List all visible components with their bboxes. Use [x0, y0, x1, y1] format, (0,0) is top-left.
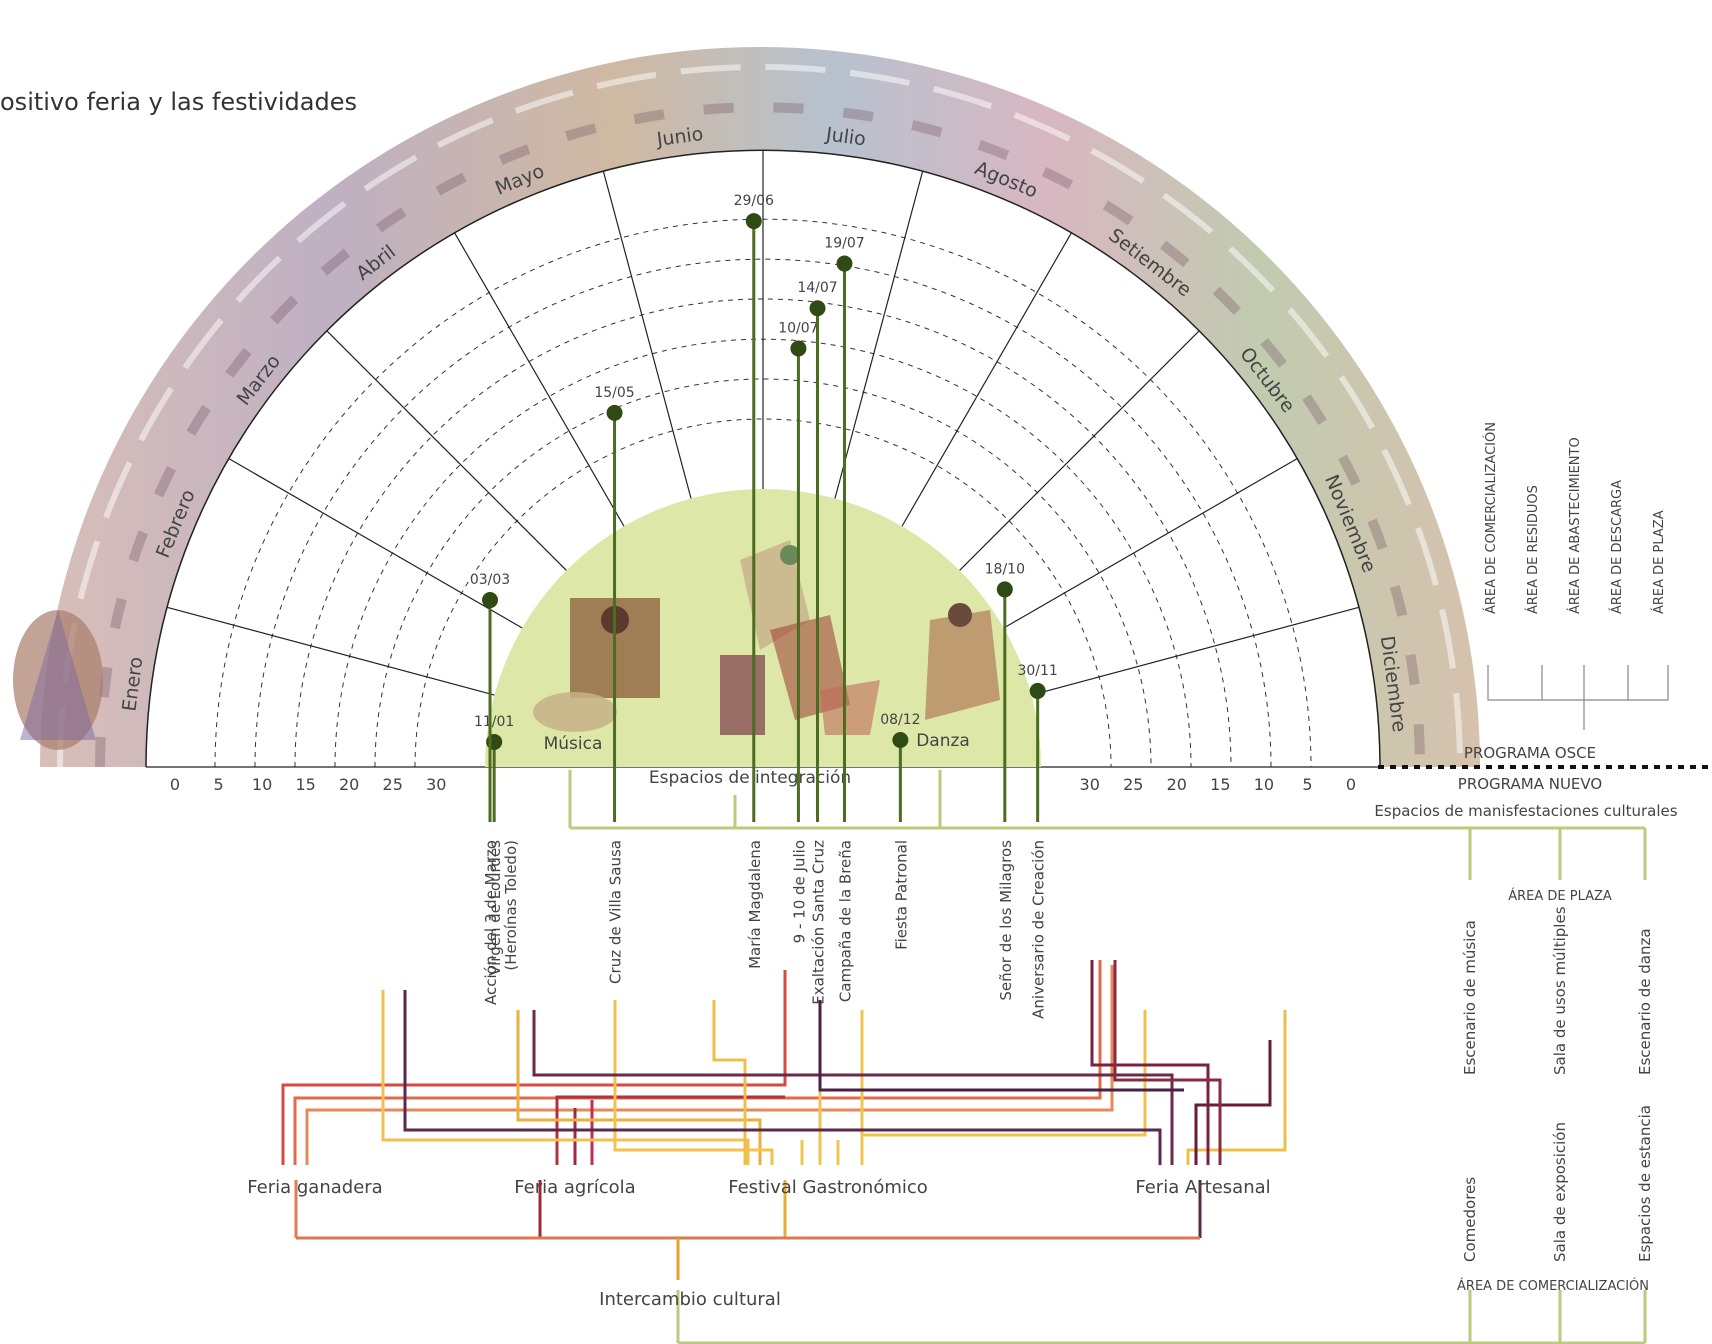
event-date-label: 29/06: [734, 193, 774, 209]
month-divider: [834, 170, 924, 499]
scale-left-5: 5: [213, 775, 223, 794]
event-dot: [892, 731, 909, 748]
event-name-label: 9 - 10 de Julio: [790, 840, 808, 943]
area-plaza-label: ÁREA DE PLAZA: [1508, 888, 1612, 904]
event-name-label-2: (Heroínas Toledo): [502, 840, 520, 971]
manifestaciones-label: Espacios de manisfestaciones culturales: [1374, 802, 1677, 820]
integration-connectors: [568, 770, 1647, 1344]
event-name-label: María Magdalena: [746, 840, 764, 969]
month-label-julio: Julio: [824, 123, 867, 150]
event-name-label: Señor de los Milagros: [997, 840, 1015, 1001]
event-dot: [745, 213, 762, 230]
event-name-label: Aniversario de Creación: [1030, 840, 1048, 1019]
scale-left-25: 25: [383, 775, 403, 794]
festival-photo-band: [40, 47, 1480, 767]
month-divider: [602, 170, 692, 499]
day-ring: [374, 378, 1152, 768]
event-date-label: 15/05: [594, 385, 634, 401]
month-divider: [959, 330, 1200, 571]
event-name-label: Fiesta Patronal: [892, 840, 910, 950]
day-ring: [414, 418, 1112, 768]
legend-item: ÁREA DE RESIDUOS: [1525, 485, 1541, 614]
event-name-label: Campaña de la Breña: [836, 840, 854, 1002]
programa-osce-label: PROGRAMA OSCE: [1464, 744, 1596, 762]
legend-item: ÁREA DE ABASTECIMIENTO: [1567, 437, 1583, 614]
virgin-image-left: [13, 610, 103, 750]
event-date-label: 30/11: [1017, 663, 1057, 679]
fair-routing-lines: [281, 960, 1287, 1280]
event-dot: [809, 300, 826, 317]
scale-left-30: 30: [426, 775, 446, 794]
fair-ganadera-label: Feria ganadera: [247, 1177, 382, 1198]
comercial-space-label: Sala de exposición: [1551, 1122, 1569, 1262]
scale-right-30: 30: [1080, 775, 1100, 794]
integracion-label: Espacios de integración: [649, 768, 851, 788]
scale-left-20: 20: [339, 775, 359, 794]
area-legend: ÁREA DE COMERCIALIZACIÓN ÁREA DE RESIDUOS…: [1483, 422, 1669, 730]
musica-label: Música: [544, 734, 603, 754]
month-divider: [453, 232, 625, 527]
event-dot: [606, 404, 623, 421]
diagram-title: ositivo feria y las festividades: [0, 88, 357, 116]
scale-left-15: 15: [295, 775, 315, 794]
scale-right-10: 10: [1254, 775, 1274, 794]
event-dot: [1029, 682, 1046, 699]
event-date-label: 14/07: [797, 280, 837, 296]
fair-artesanal-label: Feria Artesanal: [1135, 1177, 1270, 1198]
event-name-label: Cruz de Villa Sausa: [607, 840, 625, 984]
programa-nuevo-label: PROGRAMA NUEVO: [1458, 775, 1602, 793]
plaza-space-label: Escenario de danza: [1636, 928, 1654, 1075]
event-name-label: Virgen de Lourdes: [486, 840, 504, 976]
event-dot: [790, 340, 807, 357]
event-date-label: 19/07: [824, 236, 864, 252]
legend-item: ÁREA DE COMERCIALIZACIÓN: [1483, 422, 1499, 614]
event-date-label: 11/01: [474, 714, 514, 730]
intercambio-cultural-label: Intercambio cultural: [599, 1289, 781, 1310]
month-divider: [1003, 457, 1298, 629]
scale-right-25: 25: [1123, 775, 1143, 794]
spaces-column: ÁREA DE PLAZA ÁREA DE COMERCIALIZACIÓN E…: [1457, 888, 1654, 1294]
event-dot: [482, 592, 499, 609]
comercial-space-label: Comedores: [1461, 1177, 1479, 1262]
event-date-label: 03/03: [470, 572, 510, 588]
scale-left-10: 10: [252, 775, 272, 794]
scale-right-5: 5: [1302, 775, 1312, 794]
month-divider: [228, 457, 523, 629]
legend-item: ÁREA DE PLAZA: [1651, 510, 1667, 614]
month-divider: [166, 606, 495, 696]
scale-right-20: 20: [1167, 775, 1187, 794]
day-ring: [294, 298, 1232, 768]
area-comercializacion-label: ÁREA DE COMERCIALIZACIÓN: [1457, 1278, 1649, 1294]
scale-right-0: 0: [1346, 775, 1356, 794]
fair-labels: Feria ganadera Feria agrícola Festival G…: [247, 1177, 1270, 1310]
fair-gastronomico-label: Festival Gastronómico: [728, 1177, 928, 1198]
scale-left-0: 0: [170, 775, 180, 794]
event-name-label: Exaltación Santa Cruz: [809, 840, 827, 1005]
event-date-label: 08/12: [880, 712, 920, 728]
plaza-space-label: Sala de usos múltiples: [1551, 906, 1569, 1075]
integration-zone: Música Danza Espacios de integración: [485, 489, 1041, 788]
plaza-space-label: Escenario de música: [1461, 920, 1479, 1075]
danza-label: Danza: [916, 731, 970, 751]
fair-agricola-label: Feria agrícola: [514, 1177, 635, 1198]
event-name-label: Acción del 3 de Marzo: [482, 840, 500, 1005]
event-date-label: 10/07: [778, 320, 818, 336]
day-scale: 30 25 20 15 10 5 0 0 5 10 15 20 25 30: [170, 775, 1356, 794]
month-divider: [326, 330, 567, 571]
month-divider: [901, 232, 1073, 527]
program-labels: PROGRAMA OSCE PROGRAMA NUEVO Espacios de…: [1374, 744, 1677, 820]
comercial-space-label: Espacios de estancia: [1636, 1105, 1654, 1262]
event-date-label: 18/10: [985, 561, 1025, 577]
scale-right-15: 15: [1210, 775, 1230, 794]
legend-item: ÁREA DE DESCARGA: [1609, 480, 1625, 614]
dance-illustration: [740, 540, 1000, 735]
day-ring: [254, 258, 1272, 768]
month-divider: [1031, 606, 1360, 696]
event-dot: [836, 255, 853, 272]
event-dot: [996, 581, 1013, 598]
